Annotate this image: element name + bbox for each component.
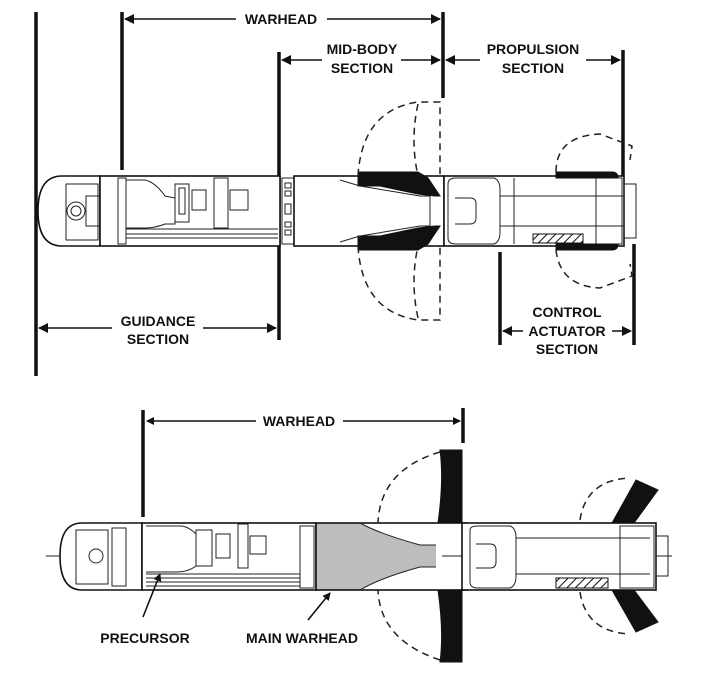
hatched-block-top (532, 233, 584, 244)
missile-body-bottom (46, 449, 672, 663)
main-warhead-leader (307, 592, 331, 621)
fin-deploy-arc-upper (555, 133, 633, 173)
wing-stowed-upper (357, 171, 441, 197)
fin-deploy-arc-lower (555, 249, 633, 289)
wing-deployed-upper (437, 449, 463, 524)
label-main-warhead: MAIN WARHEAD (246, 630, 358, 646)
bottom-view: WARHEAD (46, 408, 672, 663)
label-control-line3: SECTION (536, 341, 598, 357)
nose-cone-top (37, 175, 101, 247)
seeker-icon-top (66, 201, 86, 221)
label-propulsion-line1: PROPULSION (487, 41, 580, 57)
seeker-icon-bottom (88, 548, 104, 564)
wing-deploy-arc-lower (357, 245, 441, 321)
label-guidance-line2: SECTION (127, 331, 189, 347)
label-warhead-bottom: WARHEAD (263, 413, 335, 429)
missile-body-top (37, 101, 637, 321)
nose-cone-bottom (59, 522, 143, 591)
wing-deploy-arc-upper (357, 101, 441, 177)
precursor-leader (142, 573, 162, 618)
label-guidance-line1: GUIDANCE (121, 313, 196, 329)
top-view: WARHEAD MID-BODY SECTION PROPULSION SECT… (34, 11, 637, 376)
wing-deployed-lower (437, 589, 463, 663)
precursor-section-body (141, 522, 317, 591)
tail-fin-deployed-upper (611, 479, 659, 524)
tail-fin-stowed-upper (555, 171, 619, 179)
wing-arc-lower-bottom (377, 589, 441, 661)
wing-stowed-lower (357, 225, 441, 251)
label-midbody-line1: MID-BODY (327, 41, 398, 57)
label-control-line2: ACTUATOR (528, 323, 605, 339)
label-control-line1: CONTROL (532, 304, 602, 320)
tail-fin-stowed-lower (555, 243, 619, 251)
label-warhead-top: WARHEAD (245, 11, 317, 27)
wing-arc-upper-bottom (377, 451, 441, 524)
main-warhead-fill (316, 523, 436, 590)
fin-arc-lower-bottom (579, 591, 631, 635)
guidance-section-body (99, 175, 281, 247)
label-precursor: PRECURSOR (100, 630, 189, 646)
label-midbody-line2: SECTION (331, 60, 393, 76)
label-propulsion-line2: SECTION (502, 60, 564, 76)
hatched-block-bottom (555, 577, 609, 589)
tail-fin-deployed-lower (611, 589, 659, 633)
fin-arc-upper-bottom (579, 477, 631, 521)
